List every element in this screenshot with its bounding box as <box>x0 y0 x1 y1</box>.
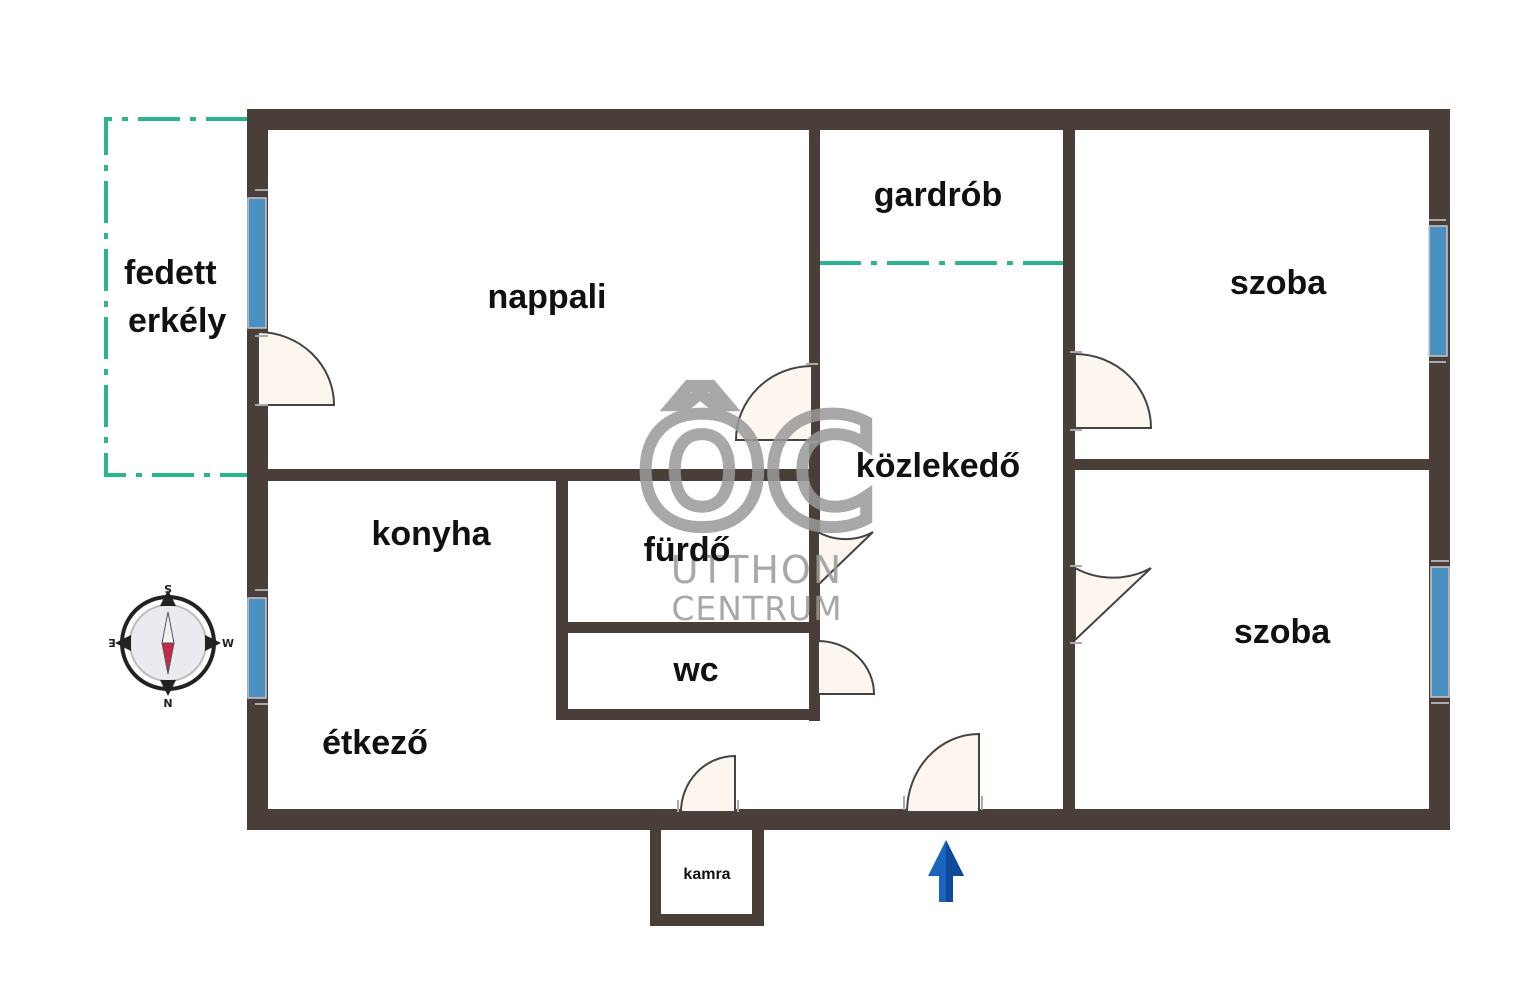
label-wardrobe: gardrób <box>874 176 1002 214</box>
window-room-upper <box>1428 225 1448 357</box>
compass-west: W <box>222 637 234 650</box>
label-dining: étkező <box>322 724 428 762</box>
window-room-lower <box>1430 566 1450 698</box>
label-pantry: kamra <box>683 866 730 883</box>
door-room-upper <box>1074 352 1153 429</box>
door-entrance <box>905 732 980 813</box>
door-room-lower <box>1074 566 1152 643</box>
windows <box>247 197 1450 699</box>
door-balcony <box>257 330 336 406</box>
label-wc: wc <box>672 651 718 689</box>
watermark-line1: UTTHON <box>671 548 843 592</box>
compass-icon: S N E W <box>108 582 234 710</box>
balcony-outline <box>104 117 248 477</box>
label-kitchen: konyha <box>371 515 491 553</box>
window-kitchen <box>247 597 267 699</box>
label-covered-balcony-line1: fedett <box>124 254 217 292</box>
door-pantry <box>679 754 736 813</box>
label-hallway: közlekedő <box>856 447 1020 485</box>
door-living-room <box>734 364 813 441</box>
label-covered-balcony-line2: erkély <box>128 302 226 340</box>
compass-south: S <box>164 582 172 595</box>
door-bathroom <box>817 530 874 588</box>
label-room-upper: szoba <box>1230 264 1327 302</box>
entrance-arrow-icon <box>928 840 964 902</box>
watermark: ÔC UTTHON CENTRUM <box>632 380 882 628</box>
watermark-logo: ÔC <box>638 386 876 561</box>
compass-east: E <box>108 636 116 649</box>
label-room-lower: szoba <box>1234 613 1331 651</box>
window-balcony <box>247 197 267 329</box>
door-hinges <box>255 189 1449 812</box>
label-living-room: nappali <box>487 278 606 316</box>
label-bathroom: fürdő <box>644 531 731 569</box>
compass-north: N <box>163 697 172 710</box>
door-wc <box>817 639 876 695</box>
doors <box>257 330 1153 813</box>
watermark-line2: CENTRUM <box>671 589 842 628</box>
